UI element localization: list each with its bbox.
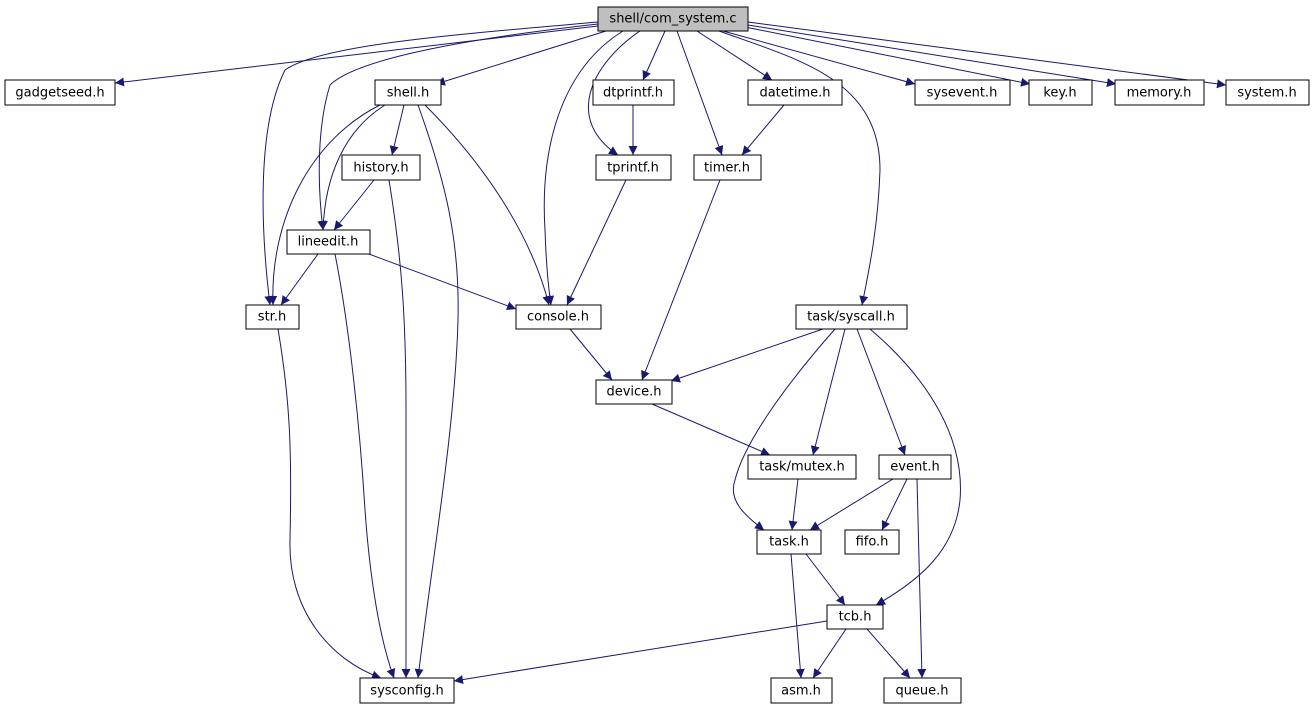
node-label-tprintf: tprintf.h — [607, 161, 659, 176]
edge-root-gadgetseed — [114, 25, 599, 87]
edge-syscall-tcb — [869, 328, 961, 606]
node-task-h[interactable]: task.h — [756, 529, 822, 555]
node-label-tcb: tcb.h — [839, 610, 872, 625]
node-label-gadgetseed: gadgetseed.h — [15, 86, 104, 101]
node-task-syscall-h[interactable]: task/syscall.h — [795, 304, 908, 330]
node-device-h[interactable]: device.h — [595, 379, 673, 405]
node-timer-h[interactable]: timer.h — [693, 154, 762, 181]
edge-event-task — [809, 478, 894, 531]
node-label-event: event.h — [890, 460, 939, 475]
node-label-memory: memory.h — [1127, 86, 1192, 101]
node-key-h[interactable]: key.h — [1028, 79, 1093, 106]
node-fifo-h[interactable]: fifo.h — [844, 529, 900, 555]
edge-shell-console — [424, 104, 552, 306]
dependency-edges — [114, 21, 1227, 685]
node-label-asm: asm.h — [781, 684, 821, 699]
edge-str-sysconfig — [277, 328, 382, 680]
node-label-sysevent: sysevent.h — [927, 86, 998, 101]
edge-root-lineedit — [317, 23, 599, 231]
node-sysconfig-h[interactable]: sysconfig.h — [359, 677, 455, 704]
edge-root-dtprintf — [642, 30, 666, 81]
node-asm-h[interactable]: asm.h — [770, 677, 833, 704]
node-label-sysconfig: sysconfig.h — [370, 684, 443, 699]
node-shell-h[interactable]: shell.h — [374, 79, 442, 106]
edge-shell-lineedit — [318, 104, 386, 231]
edge-tcb-queue — [866, 628, 911, 679]
node-memory-h[interactable]: memory.h — [1114, 79, 1205, 106]
node-label-datetime: datetime.h — [759, 86, 830, 101]
node-label-root: shell/com_system.c — [609, 12, 736, 27]
edge-task-tcb — [805, 553, 846, 606]
edge-device-mutex — [651, 403, 771, 456]
node-system-h[interactable]: system.h — [1225, 79, 1310, 106]
node-dtprintf-h[interactable]: dtprintf.h — [592, 79, 675, 106]
edge-shell-history — [389, 104, 405, 156]
edge-root-sysevent — [722, 30, 916, 86]
edge-lineedit-console — [368, 253, 517, 311]
node-event-h[interactable]: event.h — [878, 454, 952, 480]
node-task-mutex-h[interactable]: task/mutex.h — [747, 454, 857, 480]
node-tcb-h[interactable]: tcb.h — [826, 604, 884, 630]
node-label-system: system.h — [1237, 86, 1296, 101]
edge-root-timer — [676, 30, 724, 156]
edge-syscall-event — [856, 328, 907, 456]
edge-root-tprintf — [588, 30, 641, 156]
edge-shell-str — [268, 104, 381, 306]
edge-tcb-asm — [812, 628, 847, 679]
edge-root-datetime — [696, 30, 773, 81]
edge-task-asm — [790, 553, 805, 679]
edge-lineedit-sysconfig — [334, 253, 396, 679]
node-history-h[interactable]: history.h — [341, 154, 421, 181]
edge-datetime-timer — [741, 104, 785, 156]
edge-root-console — [543, 30, 624, 306]
edge-root-memory — [747, 24, 1117, 88]
edge-timer-device — [641, 179, 721, 381]
edge-tprintf-console — [566, 179, 627, 306]
node-label-task: task.h — [769, 535, 809, 550]
edge-syscall-device — [670, 328, 824, 383]
edge-root-system — [747, 21, 1227, 89]
node-sysevent-h[interactable]: sysevent.h — [914, 79, 1011, 106]
edge-event-queue — [916, 478, 927, 679]
edge-root-key — [744, 26, 1031, 87]
node-gadgetseed-h[interactable]: gadgetseed.h — [4, 79, 116, 106]
node-label-syscall: task/syscall.h — [807, 310, 895, 325]
node-label-dtprintf: dtprintf.h — [603, 86, 663, 101]
node-label-history: history.h — [353, 161, 408, 176]
dependency-nodes: shell/com_system.c gadgetseed.h shell.h … — [4, 6, 1310, 704]
node-str-h[interactable]: str.h — [245, 304, 300, 330]
node-label-device: device.h — [606, 385, 661, 400]
edge-root-str — [262, 21, 599, 306]
node-label-queue: queue.h — [895, 684, 948, 699]
node-shell-com-system-c[interactable]: shell/com_system.c — [597, 6, 749, 32]
node-label-console: console.h — [527, 310, 589, 325]
edge-event-fifo — [881, 478, 908, 531]
node-label-key: key.h — [1043, 86, 1076, 101]
edge-root-shell — [435, 30, 607, 86]
node-datetime-h[interactable]: datetime.h — [747, 79, 843, 106]
edge-syscall-mutex — [810, 328, 846, 456]
edge-syscall-task — [732, 328, 836, 531]
edge-history-sysconfig — [388, 179, 411, 678]
node-label-shell: shell.h — [387, 86, 430, 101]
edge-console-device — [569, 328, 613, 381]
edge-lineedit-str — [280, 253, 319, 306]
node-tprintf-h[interactable]: tprintf.h — [595, 154, 672, 181]
node-console-h[interactable]: console.h — [515, 304, 602, 330]
node-queue-h[interactable]: queue.h — [883, 677, 962, 704]
node-label-mutex: task/mutex.h — [759, 460, 845, 475]
edge-root-syscall — [718, 30, 881, 306]
edge-tcb-sysconfig — [453, 620, 828, 685]
node-label-fifo: fifo.h — [856, 535, 889, 550]
node-lineedit-h[interactable]: lineedit.h — [286, 229, 371, 255]
node-label-timer: timer.h — [704, 161, 750, 176]
node-label-lineedit: lineedit.h — [298, 235, 359, 250]
edge-mutex-task — [788, 478, 799, 531]
edge-shell-sysconfig — [414, 104, 459, 679]
edge-history-lineedit — [333, 179, 375, 231]
node-label-str: str.h — [258, 310, 286, 325]
